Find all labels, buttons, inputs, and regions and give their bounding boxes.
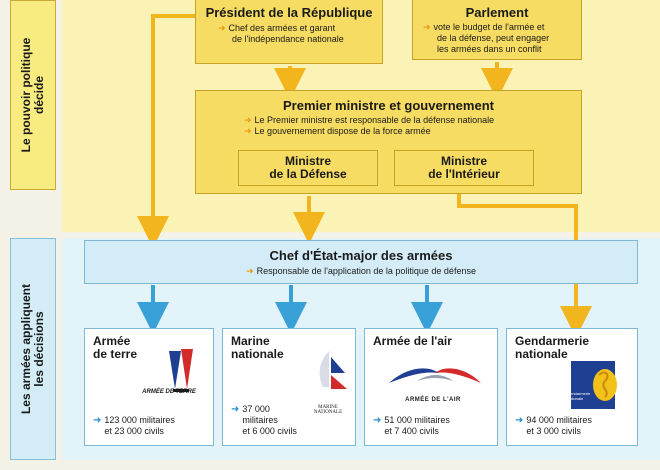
force-title: Armée de l'air xyxy=(373,334,452,348)
marine-nationale-logo xyxy=(319,351,347,389)
ministre-interieur-box: Ministre de l'Intérieur xyxy=(394,150,534,186)
force-stats: 37 000 militaires et 6 000 civils xyxy=(242,404,297,436)
force-title: Armée de terre xyxy=(93,334,138,361)
orange-arrow-icon: ➜ xyxy=(218,23,226,33)
force-stats: 94 000 militaires et 3 000 civils xyxy=(526,415,592,436)
armee-de-terre-logo-text: ARMÉE DE TERRE xyxy=(142,389,196,395)
force-card-terre: Armée de terre ARMÉE DE TERRE ➜ 123 000 … xyxy=(84,328,214,446)
gouvernement-title: Premier ministre et gouvernement xyxy=(283,98,494,113)
marine-logo-text: MARINE NATIONALE xyxy=(313,405,343,415)
force-title: Marine nationale xyxy=(231,334,284,361)
chef-etat-major-box: Chef d'État-major des armées ➜Responsabl… xyxy=(84,240,638,284)
political-power-sidebar: Le pouvoir politique décide xyxy=(10,0,56,190)
armee-de-terre-logo xyxy=(169,349,193,392)
force-stats: 51 000 militaires et 7 400 civils xyxy=(384,415,450,436)
president-title: Président de la République xyxy=(205,5,373,20)
blue-arrow-icon: ➜ xyxy=(373,415,382,426)
air-logo-text: ARMÉE DE L'AIR xyxy=(405,397,461,403)
chef-title: Chef d'État-major des armées xyxy=(269,248,453,263)
force-card-marine: Marine nationale MARINE NATIONALE ➜ 37 0… xyxy=(222,328,356,446)
blue-arrow-icon: ➜ xyxy=(515,415,524,426)
gendarmerie-logo-text: Gendarmerie nationale xyxy=(567,391,591,401)
ministre-defense-box: Ministre de la Défense xyxy=(238,150,378,186)
parlement-desc-3: les armées dans un conflit xyxy=(437,44,542,54)
gouvernement-line-2: Le gouvernement dispose de la force armé… xyxy=(254,126,431,136)
armee-de-l-air-logo xyxy=(389,368,481,383)
parlement-desc-2: de la défense, peut engager xyxy=(437,33,550,43)
chef-desc: Responsable de l'application de la polit… xyxy=(256,266,476,276)
military-sidebar: Les armées appliquent les décisions xyxy=(10,238,56,460)
orange-arrow-icon: ➜ xyxy=(244,115,252,125)
president-desc-1: Chef des armées et garant xyxy=(228,23,336,33)
gouvernement-line-1: Le Premier ministre est responsable de l… xyxy=(254,115,495,125)
parlement-box: Parlement ➜vote le budget de l'armée et … xyxy=(412,0,582,60)
orange-arrow-icon: ➜ xyxy=(423,22,431,32)
arrow-president-to-chef xyxy=(137,14,195,248)
president-desc-2: de l'indépendance nationale xyxy=(232,34,344,44)
force-card-gendarmerie: Gendarmerie nationale Gendarmerie nation… xyxy=(506,328,638,446)
orange-arrow-icon: ➜ xyxy=(244,126,252,136)
president-box: Président de la République ➜Chef des arm… xyxy=(195,0,383,64)
orange-arrow-icon: ➜ xyxy=(246,266,254,276)
blue-arrow-icon: ➜ xyxy=(93,415,102,426)
force-stats: 123 000 militaires et 23 000 civils xyxy=(104,415,175,436)
blue-arrow-icon: ➜ xyxy=(231,404,240,415)
gendarmerie-logo xyxy=(571,361,635,409)
parlement-title: Parlement xyxy=(465,5,529,20)
parlement-desc-1: vote le budget de l'armée et xyxy=(433,22,545,32)
force-card-air: Armée de l'air ARMÉE DE L'AIR ➜ 51 000 m… xyxy=(364,328,498,446)
force-title: Gendarmerie nationale xyxy=(515,334,590,361)
